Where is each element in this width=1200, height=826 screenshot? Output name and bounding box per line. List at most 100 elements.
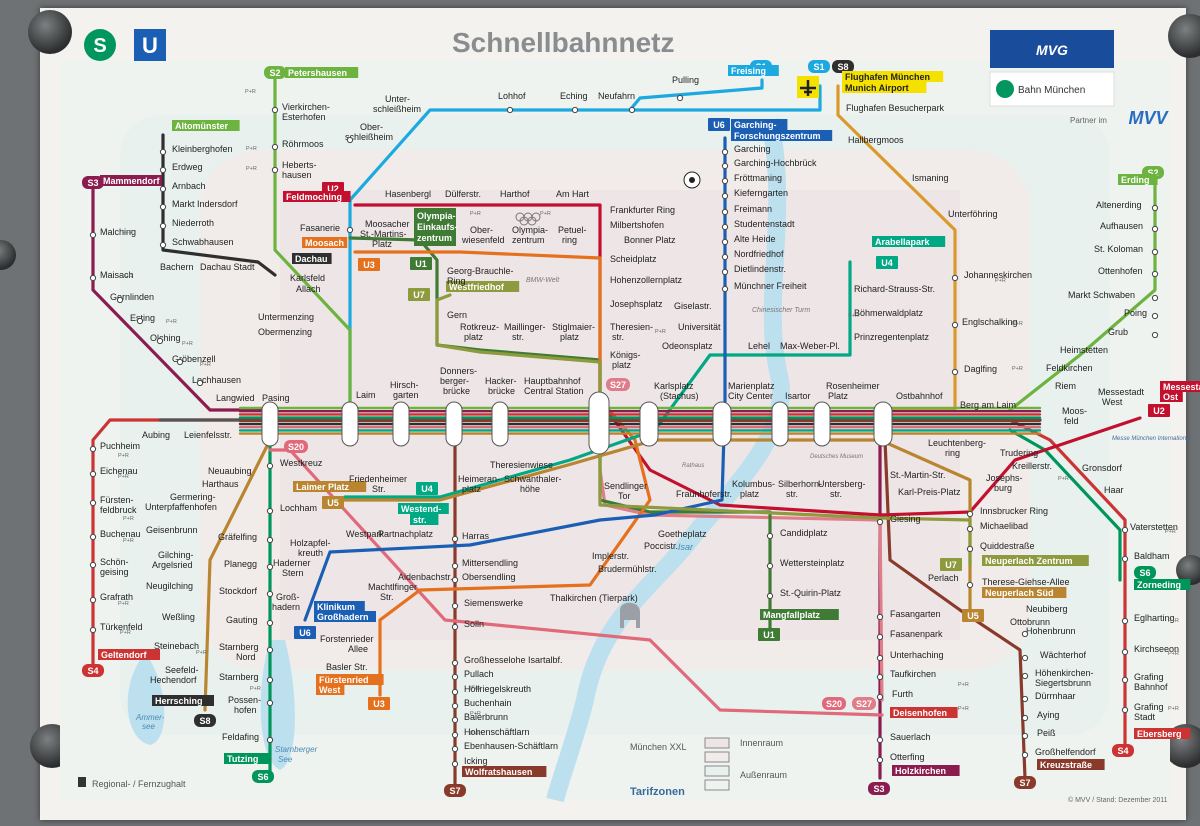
badge-u7: U7 — [940, 558, 962, 571]
station-hackerbruecke: Hacker- — [485, 376, 517, 386]
station-westkreuz: Westkreuz — [280, 458, 323, 468]
station-grosshelfendorf: Großhelfendorf — [1035, 747, 1096, 757]
badge-label: U7 — [413, 290, 425, 300]
station-eglharting: Eglharting — [1134, 613, 1175, 623]
station-grosshadern: Groß- — [276, 592, 300, 602]
station-stop — [159, 185, 167, 193]
station-stop — [176, 358, 184, 366]
terminal-label: str. — [413, 515, 427, 525]
station-labels: PetershausenAltomünsterMammendorfFeldmoc… — [89, 65, 1200, 777]
badge-label: S6 — [1139, 568, 1150, 578]
station-wessling: Weßling — [162, 612, 195, 622]
park-and-ride-icon: P+R — [958, 682, 969, 688]
terminal-garching-fz: Garching- — [731, 119, 788, 130]
station-hebertshausen2: hausen — [282, 170, 312, 180]
station-stop — [89, 626, 97, 634]
station-grafrath: Grafrath — [100, 592, 133, 602]
station-stop — [721, 192, 729, 200]
terminal-mammendorf: Mammendorf — [100, 175, 162, 186]
zone-swatch-1 — [704, 737, 730, 749]
station-neufahrn: Neufahrn — [598, 91, 635, 101]
park-and-ride-icon: P+R — [118, 474, 129, 480]
station-lochham: Lochham — [280, 503, 317, 513]
badge-label: U4 — [421, 484, 433, 494]
terminal-label: Moosach — [305, 238, 344, 248]
mvv-logo: MVV — [1128, 108, 1169, 128]
station-hohenzollernplatz: Hohenzollernplatz — [610, 275, 683, 285]
badge-label: U4 — [881, 258, 893, 268]
terminal-label: Herrsching — [155, 696, 203, 706]
u-logo-text: U — [142, 33, 158, 58]
badge-s20: S20 — [284, 440, 308, 453]
park-and-ride-icon: P+R — [118, 601, 129, 607]
station-stop — [1121, 526, 1129, 534]
station-st-martin-str: St.-Martin-Str. — [890, 470, 946, 480]
station-harthof: Harthof — [500, 189, 530, 199]
station-stop — [1151, 294, 1159, 302]
s-bahn-small-icon — [996, 80, 1014, 98]
zone-swatch-2 — [704, 751, 730, 763]
station-stop — [966, 545, 974, 553]
station-grafing-stadt2: Stadt — [1134, 712, 1156, 722]
station-possenhofen2: hofen — [234, 705, 257, 715]
badge-label: U6 — [713, 120, 725, 130]
station-theresienstr2: str. — [612, 332, 624, 342]
station-stop — [876, 633, 884, 641]
station-theresienwiese: Theresienwiese — [490, 460, 553, 470]
station-stachus: (Stachus) — [660, 391, 699, 401]
park-and-ride-icon: P+R — [166, 319, 177, 325]
station-stop — [1121, 648, 1129, 656]
station-stop — [271, 143, 279, 151]
terminal-laimer-platz: Laimer Platz — [293, 481, 367, 492]
station-grafing-bahnhof2: Bahnhof — [1134, 682, 1168, 692]
station-brudermuehlstr: Brudermühlstr. — [598, 564, 657, 574]
station-koenigsplatz2: platz — [612, 360, 632, 370]
annotation-isar: Isar — [678, 542, 694, 552]
station-stop — [1021, 672, 1029, 680]
badge-u6: U6 — [294, 626, 316, 639]
station-harras: Harras — [462, 531, 490, 541]
legend-muenchen-xxl: München XXL — [630, 742, 687, 752]
badge-label: S8 — [199, 716, 210, 726]
station-unterfoehring: Unterföhring — [948, 209, 998, 219]
station-stop — [159, 148, 167, 156]
station-fuerstenfeldbruck: Fürsten- — [100, 495, 134, 505]
station-seefeld: Seefeld- — [165, 665, 199, 675]
station-erdweg: Erdweg — [172, 162, 203, 172]
terminal-label: Freising — [731, 66, 766, 76]
station-germering2: Unterpfaffenhofen — [145, 502, 217, 512]
terminal-label: Forschungszentrum — [734, 131, 821, 141]
badge-label: U6 — [299, 628, 311, 638]
station-stiglmaierplatz: Stiglmaier- — [552, 322, 595, 332]
badge-u1: U1 — [410, 257, 432, 270]
terminal-label: Westend- — [401, 504, 441, 514]
terminal-dachau: Dachau — [292, 253, 332, 264]
station-karlsplatz: Karlsplatz — [654, 381, 694, 391]
terminal-label: Messestadt — [1163, 382, 1200, 392]
line-s2-north — [273, 76, 352, 412]
station-buchenhain: Buchenhain — [464, 698, 512, 708]
terminal-wolfratshausen: Wolfratshausen — [462, 766, 547, 777]
station-grosshadern2: hadern — [272, 602, 300, 612]
station-stop — [1021, 630, 1029, 638]
park-and-ride-icon: P+R — [1058, 476, 1069, 482]
station-stop — [266, 590, 274, 598]
station-stop — [451, 623, 459, 631]
station-stop — [89, 445, 97, 453]
terminal-feldmoching: Feldmoching — [283, 191, 351, 202]
station-stop — [766, 532, 774, 540]
station-johanneskirchen: Johanneskirchen — [964, 270, 1032, 280]
station-stop — [266, 736, 274, 744]
station-richard-strauss: Richard-Strauss-Str. — [854, 284, 935, 294]
badge-label: U2 — [1153, 406, 1165, 416]
mvg-logo-text: MVG — [1036, 42, 1068, 58]
badge-label: S3 — [873, 784, 884, 794]
station-stop — [721, 208, 729, 216]
station-stop — [451, 760, 459, 768]
park-and-ride-icon: P+R — [123, 516, 134, 522]
station-waechterhof: Wächterhof — [1040, 650, 1087, 660]
station-hirschgarten2: garten — [393, 390, 419, 400]
station-stop — [451, 688, 459, 696]
station-stop — [451, 602, 459, 610]
station-rotkreuzplatz2: platz — [464, 332, 484, 342]
